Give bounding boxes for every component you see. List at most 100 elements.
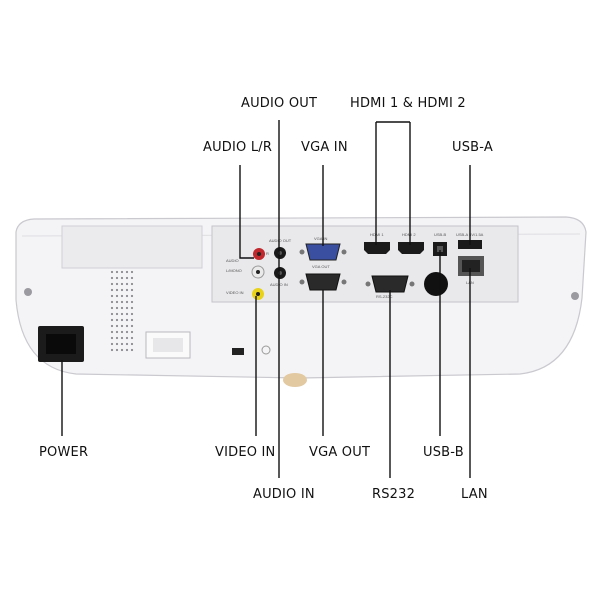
screw-right — [571, 292, 579, 300]
vent-hole — [120, 348, 124, 352]
vent-hole — [130, 336, 134, 340]
vent-hole — [115, 300, 119, 304]
callout-usb-a: USB-A — [452, 140, 493, 155]
panel-label-hdmi1: HDMI 1 — [370, 232, 384, 237]
callout-vga-out: VGA OUT — [309, 445, 371, 460]
vent-hole — [115, 348, 119, 352]
audio-r-jack-pin — [257, 252, 261, 256]
vent-hole — [130, 312, 134, 316]
vent-hole — [130, 306, 134, 310]
rs232-screw-left — [365, 281, 371, 287]
top-cover-plate — [61, 225, 203, 269]
callout-usb-b: USB-B — [423, 445, 464, 460]
vent-hole — [115, 270, 119, 274]
vga-out-port — [305, 273, 341, 291]
panel-label-video-in: VIDEO IN — [226, 290, 244, 295]
callout-audio-in: AUDIO IN — [253, 487, 315, 502]
vent-hole — [115, 306, 119, 310]
vent-hole — [110, 336, 114, 340]
vent-hole — [110, 300, 114, 304]
leader-lines — [61, 120, 471, 478]
vent-hole — [115, 312, 119, 316]
callout-vga-in: VGA IN — [301, 140, 348, 155]
vent-hole — [130, 270, 134, 274]
vent-hole — [110, 324, 114, 328]
vent-hole — [120, 336, 124, 340]
lock-icon — [261, 345, 271, 355]
panel-label-audio-out: AUDIO OUT — [269, 238, 292, 243]
vent-hole — [125, 342, 129, 346]
kensington-lock — [232, 348, 244, 355]
vga-out-screw-left — [299, 279, 305, 285]
panel-label-usb-b: USB-B — [434, 232, 447, 237]
vga-in-port — [305, 243, 341, 261]
vent-hole — [120, 342, 124, 346]
vent-hole — [120, 300, 124, 304]
vent-hole — [125, 318, 129, 322]
vent-hole — [115, 330, 119, 334]
hdmi2-port — [398, 242, 424, 254]
callout-video-in: VIDEO IN — [215, 445, 276, 460]
vent-hole — [130, 294, 134, 298]
callout-rs232: RS232 — [372, 487, 416, 502]
power-inlet-socket — [46, 334, 76, 354]
vent-hole — [115, 336, 119, 340]
vent-hole — [115, 282, 119, 286]
vent-hole — [120, 276, 124, 280]
vent-hole — [120, 270, 124, 274]
filter-latch-inner — [153, 338, 183, 352]
vent-hole — [110, 276, 114, 280]
vent-hole — [110, 306, 114, 310]
callout-lan: LAN — [461, 487, 488, 502]
vent-hole — [115, 294, 119, 298]
adjust-foot — [283, 373, 307, 387]
vent-hole — [125, 276, 129, 280]
vent-hole — [120, 288, 124, 292]
vent-hole — [130, 288, 134, 292]
vent-hole — [120, 330, 124, 334]
vga-in-screw-left — [299, 249, 305, 255]
panel-label-r: R — [266, 251, 269, 256]
vent-hole — [120, 294, 124, 298]
vent-hole — [125, 294, 129, 298]
vent-hole — [125, 270, 129, 274]
vent-hole — [115, 288, 119, 292]
connector-panel: AUDIO L/MONO R VIDEO IN AUDIO OUT AUDIO … — [211, 225, 519, 303]
vent-hole — [110, 330, 114, 334]
vent-hole — [110, 270, 114, 274]
vent-hole — [125, 348, 129, 352]
vent-hole — [110, 282, 114, 286]
vent-hole — [120, 306, 124, 310]
vent-hole — [110, 312, 114, 316]
panel-label-hdmi2: HDMI 2 — [402, 232, 416, 237]
vent-hole — [110, 294, 114, 298]
callout-hdmi: HDMI 1 & HDMI 2 — [350, 96, 466, 111]
rs232-screw-right — [409, 281, 415, 287]
rs232-port — [371, 275, 409, 293]
vent-hole — [110, 342, 114, 346]
callout-audio-out: AUDIO OUT — [241, 96, 318, 111]
vent-hole — [125, 336, 129, 340]
vent-hole — [130, 318, 134, 322]
vent-hole — [130, 276, 134, 280]
callout-power: POWER — [39, 445, 89, 460]
screw-left — [24, 288, 32, 296]
vent-grille — [110, 270, 134, 352]
panel-label-vga-out: VGA OUT — [312, 264, 330, 269]
vent-hole — [125, 306, 129, 310]
usb-b-port-tongue — [437, 246, 443, 252]
ir-sensor — [424, 272, 448, 296]
vent-hole — [130, 342, 134, 346]
vent-hole — [110, 348, 114, 352]
vent-hole — [115, 324, 119, 328]
vent-hole — [125, 312, 129, 316]
vent-hole — [125, 282, 129, 286]
vent-hole — [115, 318, 119, 322]
panel-label-audio: AUDIO — [226, 258, 239, 263]
video-in-jack-pin — [256, 292, 260, 296]
vent-hole — [120, 324, 124, 328]
vent-hole — [125, 324, 129, 328]
leader-audio-lr — [239, 165, 254, 259]
vga-out-screw-right — [341, 279, 347, 285]
vent-hole — [130, 300, 134, 304]
